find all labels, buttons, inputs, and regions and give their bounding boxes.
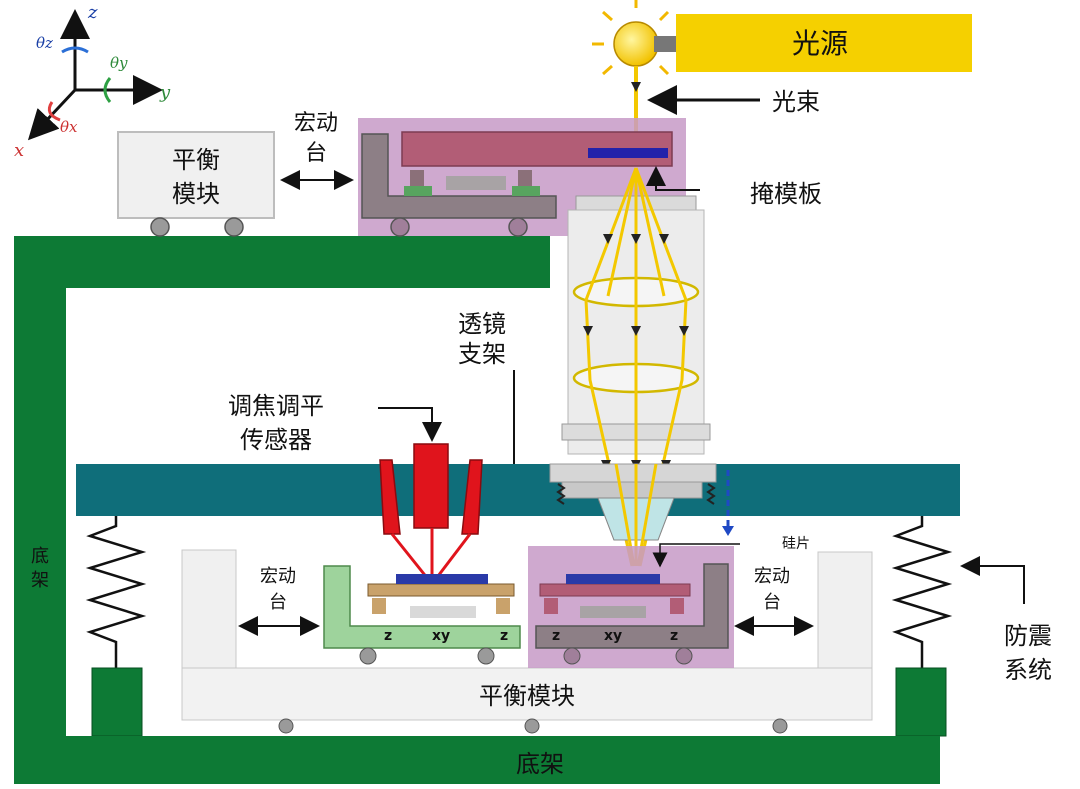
balance-top-label-1: 平衡 (172, 146, 220, 174)
light-source-banner (676, 14, 972, 72)
stage-left-z2: z (500, 628, 508, 644)
frame-bottom-label: 底架 (516, 750, 564, 778)
focus-leveling-sensor (379, 443, 483, 585)
vibration-label-2: 系统 (1004, 656, 1052, 684)
balance-top-label-2: 模块 (172, 180, 220, 208)
light-source: 光源 (592, 0, 972, 88)
stage-left-z1: z (384, 628, 392, 644)
axis-z-label: z (87, 2, 98, 23)
frame-left-column (14, 236, 66, 784)
vibration-label-1: 防震 (1004, 622, 1052, 650)
light-source-label: 光源 (792, 27, 848, 60)
frame-side-label-1: 底 (31, 546, 49, 567)
macro-stage-top-label-1: 宏动 (294, 111, 338, 136)
spring-right-base (895, 667, 947, 737)
spring-left (85, 516, 147, 668)
balance-bottom-label: 平衡模块 (479, 682, 575, 710)
lens-holder-label-1: 透镜 (458, 310, 506, 338)
focus-sensor-label-1: 调焦调平 (228, 392, 324, 420)
stage-right-z1: z (552, 628, 560, 644)
top-frame (14, 236, 550, 784)
axis-theta-y-label: θy (110, 54, 128, 72)
focus-sensor-label-2: 传感器 (240, 426, 312, 454)
balance-module-top: 平衡 模块 (117, 131, 275, 237)
spring-left-base (91, 667, 143, 737)
macro-right-label-1: 宏动 (754, 566, 790, 587)
stage-right-z2: z (670, 628, 678, 644)
axis-theta-x-label: θx (60, 118, 78, 136)
frame-side-label-2: 架 (31, 570, 49, 591)
wafer-stage-expose: z xy z (528, 546, 734, 668)
coordinate-axes: z y x θz θy θx (14, 2, 171, 161)
macro-stage-top-label-2: 台 (305, 141, 327, 166)
axis-y-label: y (159, 82, 171, 103)
bulb-icon (613, 21, 659, 67)
bottom-frame (62, 736, 940, 784)
wafer-stage-measure: z xy z (323, 565, 521, 665)
balance-module-bottom: 平衡模块 (181, 549, 873, 734)
axis-x-label: x (14, 140, 24, 161)
metrology-frame (76, 464, 960, 516)
stage-left-xy: xy (432, 628, 450, 644)
wafer-label: 硅片 (782, 536, 810, 552)
stage-right-xy: xy (604, 628, 622, 644)
macro-right-label-2: 台 (763, 592, 781, 613)
reticle-mask (588, 148, 668, 158)
light-beam-label: 光束 (772, 88, 820, 116)
macro-left-label-1: 宏动 (260, 566, 296, 587)
macro-left-label-2: 台 (269, 592, 287, 613)
bulb-base (654, 36, 676, 52)
axis-theta-z-label: θz (36, 34, 53, 52)
mask-label: 掩模板 (750, 180, 822, 208)
spring-right (891, 516, 953, 668)
lens-holder-label-2: 支架 (458, 340, 506, 368)
